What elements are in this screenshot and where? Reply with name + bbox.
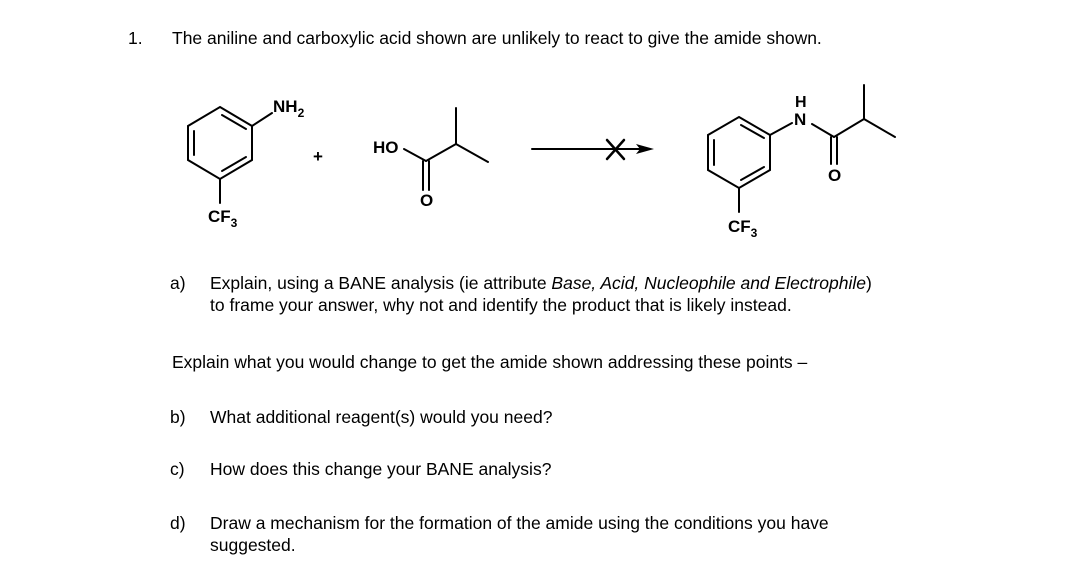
reaction-scheme: NH2 CF3 + HO O H N O CF3	[187, 84, 896, 240]
plus-sign: +	[313, 147, 323, 166]
part-c-label: c)	[170, 459, 185, 479]
crossed-reaction-arrow	[531, 138, 654, 161]
part-a: a) Explain, using a BANE analysis (ie at…	[170, 272, 872, 315]
acid-carbonyl-oxygen-label: O	[420, 191, 433, 210]
cf3-label-product: CF3	[728, 217, 758, 240]
part-a-line2: to frame your answer, why not and identi…	[210, 295, 792, 315]
question-number: 1.	[128, 28, 143, 48]
question-stem: The aniline and carboxylic acid shown ar…	[172, 28, 822, 48]
cf3-label-reactant: CF3	[208, 207, 238, 230]
part-d-line2: suggested.	[210, 535, 296, 555]
part-b: b) What additional reagent(s) would you …	[170, 406, 552, 428]
part-b-label: b)	[170, 407, 186, 427]
part-a-line1-italic: Base, Acid, Nucleophile and Electrophile	[551, 273, 866, 293]
instruction-intro: Explain what you would change to get the…	[172, 352, 808, 372]
part-a-label: a)	[170, 273, 186, 293]
part-d-label: d)	[170, 513, 186, 533]
part-d: d) Draw a mechanism for the formation of…	[170, 512, 829, 555]
part-c-text: How does this change your BANE analysis?	[210, 459, 552, 479]
amide-h-label: H	[795, 94, 807, 111]
part-d-line1: Draw a mechanism for the formation of th…	[210, 513, 829, 533]
amide-carbonyl-oxygen-label: O	[828, 166, 841, 185]
amide-n-label: N	[794, 110, 806, 129]
part-a-line1-post: )	[865, 273, 872, 293]
part-c: c) How does this change your BANE analys…	[170, 458, 551, 480]
part-a-line1-pre: Explain, using a BANE analysis (ie attri…	[210, 273, 552, 293]
aniline-structure	[187, 105, 273, 204]
carboxylic-acid-structure	[403, 107, 489, 191]
hydroxyl-label: HO	[373, 138, 399, 157]
amide-product-structure	[707, 84, 896, 213]
amine-label: NH2	[273, 97, 305, 120]
part-b-text: What additional reagent(s) would you nee…	[210, 407, 553, 427]
